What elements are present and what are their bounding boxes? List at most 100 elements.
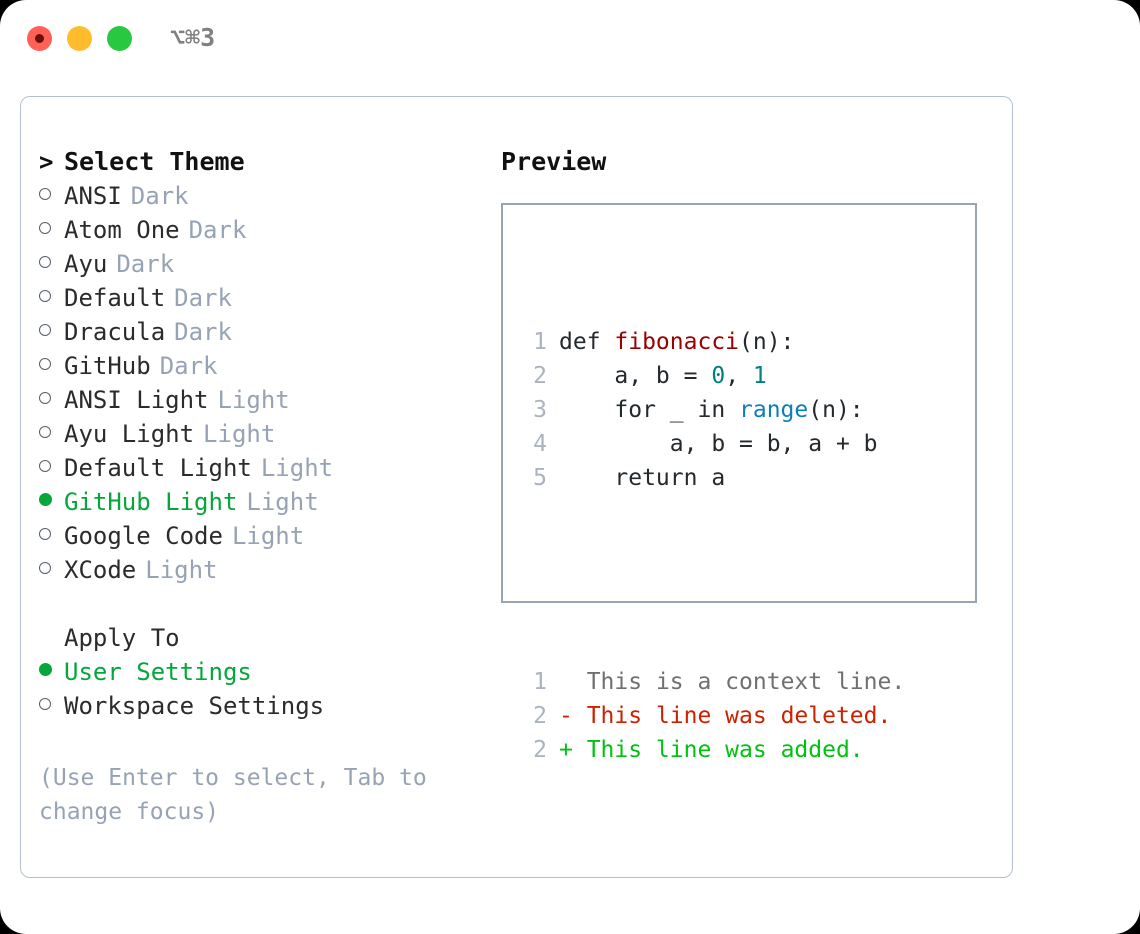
theme-option-label: Default [64,284,166,312]
radio-unselected-icon[interactable] [39,179,64,213]
select-theme-header: > Select Theme [39,145,469,179]
code-token-plain: def [559,329,615,355]
theme-option-label: ANSI Light [64,386,209,414]
diff-line-number: 2 [533,737,547,763]
diff-line-add: 2+ This line was added. [519,733,905,767]
theme-option-default[interactable]: Default Dark [39,281,469,315]
theme-option-tag: Light [231,522,305,550]
code-line-number: 5 [533,465,547,491]
prompt-caret-icon: > [39,148,54,176]
theme-option-tag: Dark [174,284,232,312]
code-line-number: 2 [533,363,547,389]
code-token-plain: a, b = [559,363,712,389]
theme-option-atom-one[interactable]: Atom One Dark [39,213,469,247]
theme-option-tag: Light [203,420,276,448]
apply-to-option-workspace-settings[interactable]: Workspace Settings [39,689,469,723]
keyboard-shortcut-label: ⌥⌘3 [170,23,216,52]
theme-option-tag: Light [246,488,319,516]
radio-selected-icon[interactable] [39,655,64,689]
theme-option-ansi-light[interactable]: ANSI Light Light [39,383,469,417]
code-line-number: 3 [533,397,547,423]
theme-option-tag: Light [145,556,218,584]
apply-to-option-label: User Settings [64,658,252,686]
theme-option-label: Dracula [64,318,166,346]
radio-unselected-icon[interactable] [39,247,64,281]
code-line-number: 4 [533,431,547,457]
code-token-builtin: range [739,397,809,423]
theme-option-label: Google Code [64,522,223,550]
apply-to-header: Apply To [39,621,469,655]
code-token-plain: (n): [808,397,864,423]
theme-option-label: ANSI [64,182,122,210]
theme-option-tag: Dark [159,352,218,380]
theme-option-label: Ayu Light [64,420,195,448]
diff-sign [559,665,587,699]
apply-to-option-user-settings[interactable]: User Settings [39,655,469,689]
code-line: 2 a, b = 0, 1 [519,359,905,393]
code-token-plain: return a [559,465,726,491]
theme-option-label: XCode [64,556,137,584]
radio-unselected-icon[interactable] [39,315,64,349]
radio-unselected-icon[interactable] [39,519,64,553]
diff-sign: - [559,703,587,729]
radio-unselected-icon[interactable] [39,417,64,451]
diff-text: This is a context line. [586,669,906,695]
code-token-plain: , [725,363,753,389]
code-token-func: fibonacci [614,329,740,355]
theme-option-label: Default Light [64,454,252,482]
radio-unselected-icon[interactable] [39,553,64,587]
diff-block: 1 This is a context line.2- This line wa… [519,665,905,767]
code-line-number: 1 [533,329,547,355]
theme-option-tag: Dark [174,318,232,346]
apply-to-option-label: Workspace Settings [64,692,325,720]
theme-option-tag: Dark [188,216,247,244]
theme-option-tag: Dark [130,182,189,210]
theme-option-tag: Dark [116,250,175,278]
theme-option-tag: Light [217,386,290,414]
diff-line-del: 2- This line was deleted. [519,699,905,733]
radio-unselected-icon[interactable] [39,383,64,417]
code-token-num: 1 [752,363,767,389]
diff-line-number: 2 [533,703,547,729]
theme-option-dracula[interactable]: Dracula Dark [39,315,469,349]
theme-option-label: GitHub [64,352,151,380]
apply-to-title: Apply To [64,624,180,652]
theme-option-label: GitHub Light [64,488,238,516]
radio-selected-icon[interactable] [39,485,64,519]
minimize-button-icon[interactable] [67,26,92,51]
theme-option-ayu-light[interactable]: Ayu Light Light [39,417,469,451]
radio-unselected-icon[interactable] [39,689,64,723]
radio-unselected-icon[interactable] [39,281,64,315]
radio-unselected-icon[interactable] [39,349,64,383]
theme-option-github-light[interactable]: GitHub Light Light [39,485,469,519]
code-diff-gap [519,563,905,597]
theme-option-label: Atom One [64,216,180,244]
maximize-button-icon[interactable] [107,26,132,51]
keyboard-hint: (Use Enter to select, Tab to change focu… [39,765,427,825]
theme-option-google-code[interactable]: Google Code Light [39,519,469,553]
code-line: 3 for _ in range(n): [519,393,905,427]
close-button-icon[interactable] [27,26,52,51]
theme-option-xcode[interactable]: XCode Light [39,553,469,587]
radio-unselected-icon[interactable] [39,451,64,485]
diff-line-number: 1 [533,669,547,695]
theme-option-ansi[interactable]: ANSI Dark [39,179,469,213]
diff-line-ctx: 1 This is a context line. [519,665,905,699]
code-token-plain: for _ in [559,397,740,423]
theme-option-github[interactable]: GitHub Dark [39,349,469,383]
diff-sign: + [559,737,587,763]
diff-text: This line was deleted. [586,703,892,729]
radio-unselected-icon[interactable] [39,213,64,247]
